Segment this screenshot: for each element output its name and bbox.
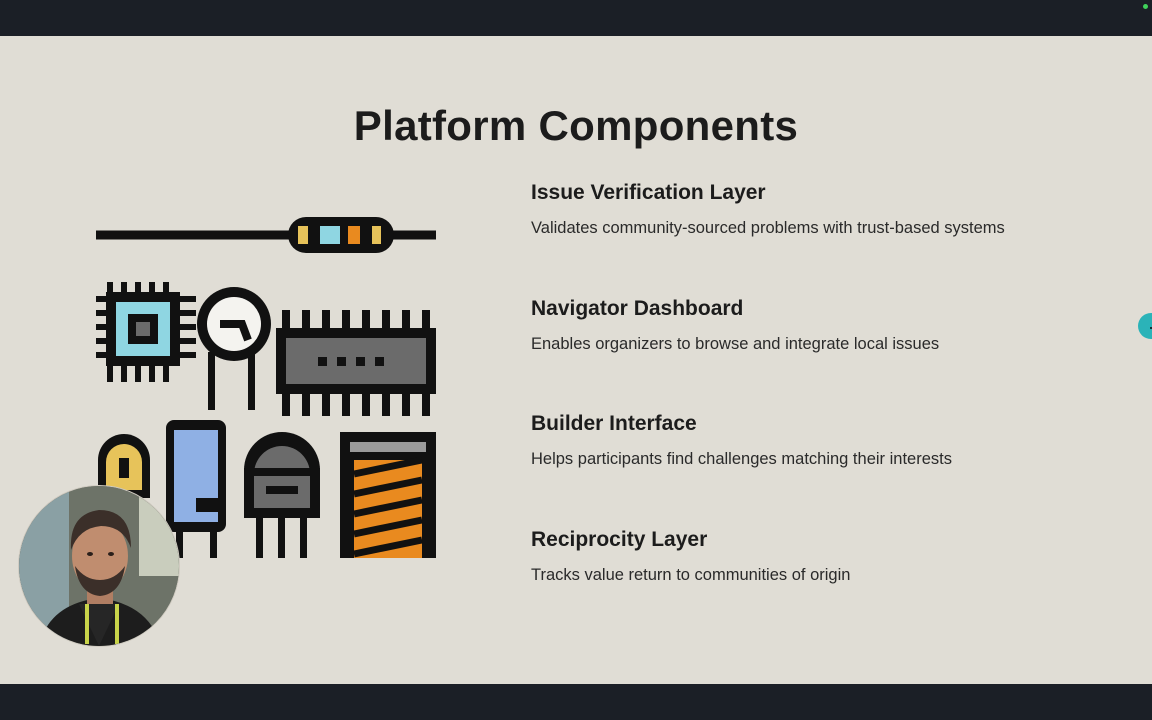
component-title: Navigator Dashboard bbox=[531, 297, 744, 320]
component-description: Tracks value return to communities of or… bbox=[531, 566, 851, 584]
bottom-frame-bar bbox=[0, 684, 1152, 720]
electronic-components-icon bbox=[96, 217, 436, 558]
component-item-issue-verification: Issue Verification Layer Validates commu… bbox=[531, 180, 1111, 239]
recording-status-indicator bbox=[1143, 4, 1148, 9]
component-title: Issue Verification Layer bbox=[531, 181, 766, 204]
electrolytic-capacitor-icon bbox=[166, 420, 226, 558]
top-frame-bar bbox=[0, 0, 1152, 36]
presenter-avatar bbox=[19, 486, 179, 646]
transistor-icon bbox=[244, 432, 320, 558]
ceramic-capacitor-icon bbox=[197, 287, 271, 410]
component-item-reciprocity-layer: Reciprocity Layer Tracks value return to… bbox=[531, 527, 1111, 586]
ic-chip-icon bbox=[276, 310, 436, 416]
led-icon bbox=[98, 434, 150, 542]
component-item-navigator-dashboard: Navigator Dashboard Enables organizers t… bbox=[531, 296, 1111, 355]
slide-title: Platform Components bbox=[353, 102, 799, 149]
component-description: Enables organizers to browse and integra… bbox=[531, 335, 940, 353]
component-description: Helps participants find challenges match… bbox=[531, 450, 952, 468]
component-title: Reciprocity Layer bbox=[531, 528, 708, 551]
component-title: Builder Interface bbox=[531, 412, 697, 435]
microchip-icon bbox=[96, 282, 196, 382]
resistor-icon bbox=[96, 217, 436, 253]
component-item-builder-interface: Builder Interface Helps participants fin… bbox=[531, 411, 1111, 470]
side-panel-handle[interactable] bbox=[1138, 313, 1152, 339]
webcam-overlay[interactable] bbox=[18, 485, 180, 647]
presentation-slide: Platform Components bbox=[0, 36, 1152, 684]
component-description: Validates community-sourced problems wit… bbox=[531, 219, 1005, 237]
inductor-icon bbox=[340, 432, 436, 558]
